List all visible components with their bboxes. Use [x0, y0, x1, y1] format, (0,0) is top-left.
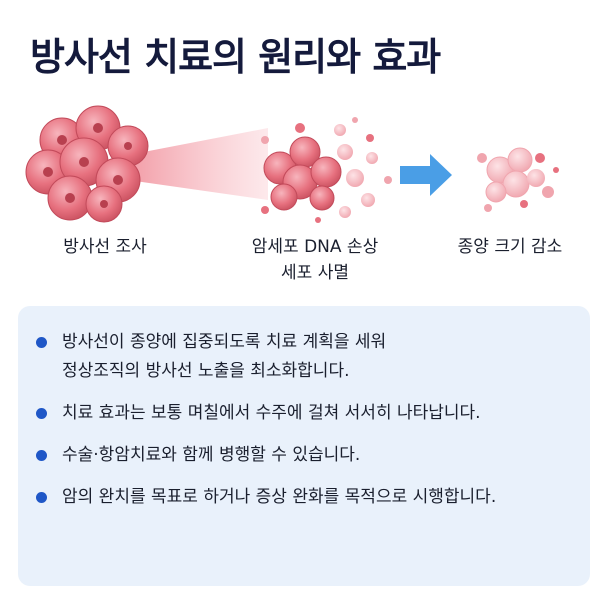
page-title: 방사선 치료의 원리와 효과 — [30, 35, 441, 79]
bullet-dot-icon — [36, 408, 47, 419]
step-label-tumor-shrink: 종양 크기 감소 — [457, 237, 563, 257]
damaged-cells-icon — [261, 117, 392, 223]
step-label-dna-damage: 암세포 DNA 손상 세포 사멸 — [251, 237, 379, 283]
info-panel: 방사선이 종양에 집중되도록 치료 계획을 세워 정상조직의 방사선 노출을 최… — [18, 306, 590, 586]
bullet-dot-icon — [36, 450, 47, 461]
process-graphic — [25, 105, 559, 223]
process-illustration: 방사선 조사 암세포 DNA 손상 세포 사멸 종양 크기 감소 — [0, 100, 607, 300]
radiation-beam-icon — [128, 128, 268, 200]
list-item: 수술·항암치료와 함께 병행할 수 있습니다. — [18, 441, 590, 470]
arrow-right-icon — [400, 154, 452, 196]
step-label-irradiation: 방사선 조사 — [63, 237, 147, 257]
bullet-list: 방사선이 종양에 집중되도록 치료 계획을 세워 정상조직의 방사선 노출을 최… — [18, 306, 590, 512]
bullet-dot-icon — [36, 492, 47, 503]
tumor-cluster-icon — [25, 105, 149, 223]
bullet-dot-icon — [36, 337, 47, 348]
shrunk-tumor-icon — [477, 147, 559, 212]
list-item: 방사선이 종양에 집중되도록 치료 계획을 세워 정상조직의 방사선 노출을 최… — [18, 328, 590, 386]
list-item: 치료 효과는 보통 며칠에서 수주에 걸쳐 서서히 나타납니다. — [18, 399, 590, 428]
list-item: 암의 완치를 목표로 하거나 증상 완화를 목적으로 시행합니다. — [18, 483, 590, 512]
